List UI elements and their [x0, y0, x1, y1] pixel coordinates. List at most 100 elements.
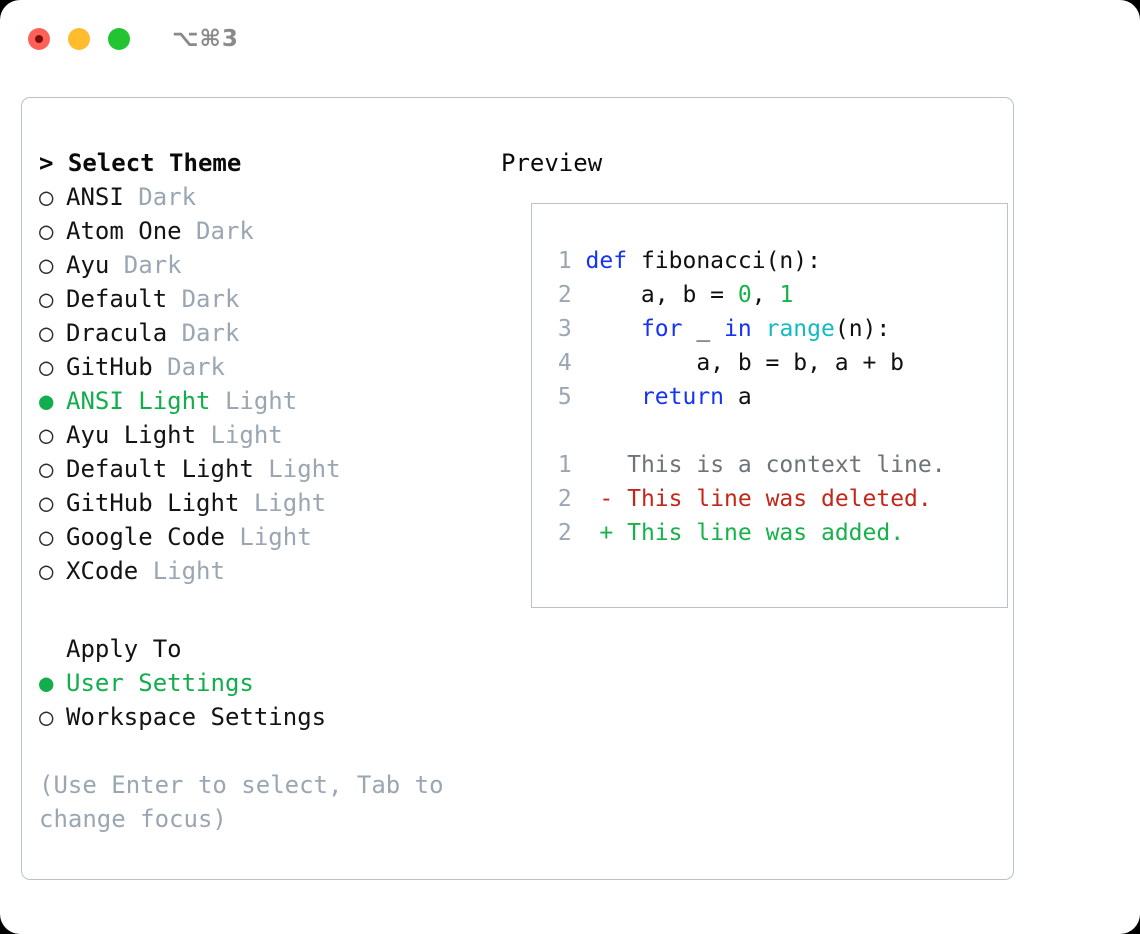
- code-token: 1: [779, 282, 794, 308]
- diff-marker: [599, 452, 613, 478]
- theme-variant-label: Dark: [123, 183, 197, 211]
- spacer: [39, 588, 499, 632]
- radio-unselected-icon[interactable]: ○: [39, 183, 54, 211]
- radio-unselected-icon[interactable]: ○: [39, 557, 54, 585]
- theme-name: Atom One: [66, 217, 182, 245]
- code-line: 3 for _ in range(n):: [544, 312, 904, 346]
- code-line: 1 def fibonacci(n):: [544, 244, 904, 278]
- code-token: for: [640, 316, 683, 342]
- code-token: [586, 316, 641, 342]
- code-token: ,: [751, 282, 780, 308]
- theme-name: Default: [66, 285, 168, 313]
- keyboard-hint: (Use Enter to select, Tab to change focu…: [39, 771, 459, 833]
- theme-variant-label: Light: [210, 387, 298, 415]
- theme-variant-label: Dark: [152, 353, 225, 381]
- radio-unselected-icon[interactable]: ○: [39, 455, 54, 483]
- theme-option-row[interactable]: ● ANSI Light Light: [39, 384, 499, 418]
- theme-name: Google Code: [66, 523, 225, 551]
- radio-selected-icon[interactable]: ●: [39, 387, 54, 415]
- theme-list[interactable]: ○ANSI Dark○Atom One Dark○Ayu Dark○Defaul…: [39, 180, 499, 588]
- theme-selector-pane: > Select Theme ○ANSI Dark○Atom One Dark○…: [39, 146, 499, 836]
- minimize-button[interactable]: [68, 28, 90, 50]
- diff-text: This is a context line.: [627, 452, 946, 478]
- code-token: range: [765, 316, 835, 342]
- theme-option-row[interactable]: ○ Atom One Dark: [39, 214, 499, 248]
- radio-unselected-icon[interactable]: ○: [39, 319, 54, 347]
- diff-marker: -: [599, 486, 614, 512]
- apply-to-heading-marker: [39, 632, 66, 666]
- radio-unselected-icon[interactable]: ○: [39, 523, 54, 551]
- theme-name: Ayu: [66, 251, 110, 279]
- theme-option-row[interactable]: ○ Google Code Light: [39, 520, 499, 554]
- theme-option-row[interactable]: ○ GitHub Dark: [39, 350, 499, 384]
- theme-name: Ayu Light: [66, 421, 197, 449]
- radio-unselected-icon[interactable]: ○: [39, 703, 54, 731]
- code-token: in: [724, 316, 752, 342]
- window-controls: [28, 28, 130, 50]
- code-token: fibonacci(n):: [627, 248, 821, 274]
- code-token: (n):: [834, 316, 891, 342]
- theme-variant-label: Light: [224, 523, 312, 551]
- keyboard-shortcut-label: ⌥⌘3: [172, 26, 239, 52]
- close-button[interactable]: [28, 28, 50, 50]
- theme-option-row[interactable]: ○GitHub Light Light: [39, 486, 499, 520]
- theme-variant-label: Dark: [181, 217, 254, 245]
- diff-marker: +: [599, 520, 614, 546]
- theme-option-row[interactable]: ○XCode Light: [39, 554, 499, 588]
- code-token: a, b =: [585, 282, 738, 308]
- preview-heading: Preview: [501, 149, 603, 177]
- theme-name: Dracula: [66, 319, 168, 347]
- apply-to-option-row[interactable]: ●User Settings: [39, 666, 499, 700]
- theme-option-row[interactable]: ○ Default Dark: [39, 282, 499, 316]
- theme-option-row[interactable]: ○ Dracula Dark: [39, 316, 499, 350]
- main-card: > Select Theme ○ANSI Dark○Atom One Dark○…: [21, 97, 1014, 880]
- diff-sample: 1 This is a context line. 2 - This line w…: [544, 448, 946, 550]
- code-token: a, b = b, a + b: [585, 350, 905, 376]
- code-token: [752, 316, 766, 342]
- title-bar: ⌥⌘3: [0, 0, 1140, 78]
- theme-option-row[interactable]: ○ANSI Dark: [39, 180, 499, 214]
- radio-selected-icon[interactable]: ●: [39, 669, 54, 697]
- line-number: 2: [557, 282, 572, 308]
- radio-unselected-icon[interactable]: ○: [39, 421, 54, 449]
- line-number: 2: [557, 520, 572, 546]
- diff-line: 2 - This line was deleted.: [544, 482, 946, 516]
- line-number: 1: [557, 452, 572, 478]
- maximize-button[interactable]: [108, 28, 130, 50]
- code-token: a: [724, 384, 752, 410]
- preview-pane: Preview 1 def fibonacci(n): 2 a, b = 0, 1…: [501, 146, 1008, 608]
- theme-name: GitHub: [66, 353, 153, 381]
- radio-unselected-icon[interactable]: ○: [39, 251, 54, 279]
- radio-unselected-icon[interactable]: ○: [39, 489, 54, 517]
- theme-name: ANSI Light: [66, 387, 211, 415]
- line-number: 1: [557, 248, 572, 274]
- code-token: 0: [737, 282, 752, 308]
- code-token: return: [640, 384, 725, 410]
- code-token: def: [585, 248, 628, 274]
- theme-option-row[interactable]: ○Ayu Dark: [39, 248, 499, 282]
- radio-unselected-icon[interactable]: ○: [39, 285, 54, 313]
- apply-to-heading: Apply To: [66, 635, 182, 663]
- theme-name: XCode: [66, 557, 139, 585]
- theme-option-row[interactable]: ○ Ayu Light Light: [39, 418, 499, 452]
- diff-line: 2 + This line was added.: [544, 516, 946, 550]
- theme-variant-label: Light: [239, 489, 327, 517]
- line-number: 2: [557, 486, 572, 512]
- panes: > Select Theme ○ANSI Dark○Atom One Dark○…: [22, 98, 1013, 879]
- apply-to-list[interactable]: ●User Settings○Workspace Settings: [39, 666, 499, 734]
- line-number: 3: [557, 316, 572, 342]
- apply-to-option-row[interactable]: ○Workspace Settings: [39, 700, 499, 734]
- line-number: 4: [557, 350, 572, 376]
- radio-unselected-icon[interactable]: ○: [39, 353, 54, 381]
- diff-text: This line was added.: [627, 520, 905, 546]
- theme-variant-label: Dark: [167, 285, 240, 313]
- theme-variant-label: Light: [196, 421, 283, 449]
- theme-option-row[interactable]: ○Default Light Light: [39, 452, 499, 486]
- code-line: 5 return a: [544, 380, 904, 414]
- code-line: 4 a, b = b, a + b: [544, 346, 904, 380]
- theme-variant-label: Dark: [167, 319, 240, 347]
- radio-unselected-icon[interactable]: ○: [39, 217, 54, 245]
- code-token: [586, 384, 641, 410]
- theme-name: Default Light: [66, 455, 254, 483]
